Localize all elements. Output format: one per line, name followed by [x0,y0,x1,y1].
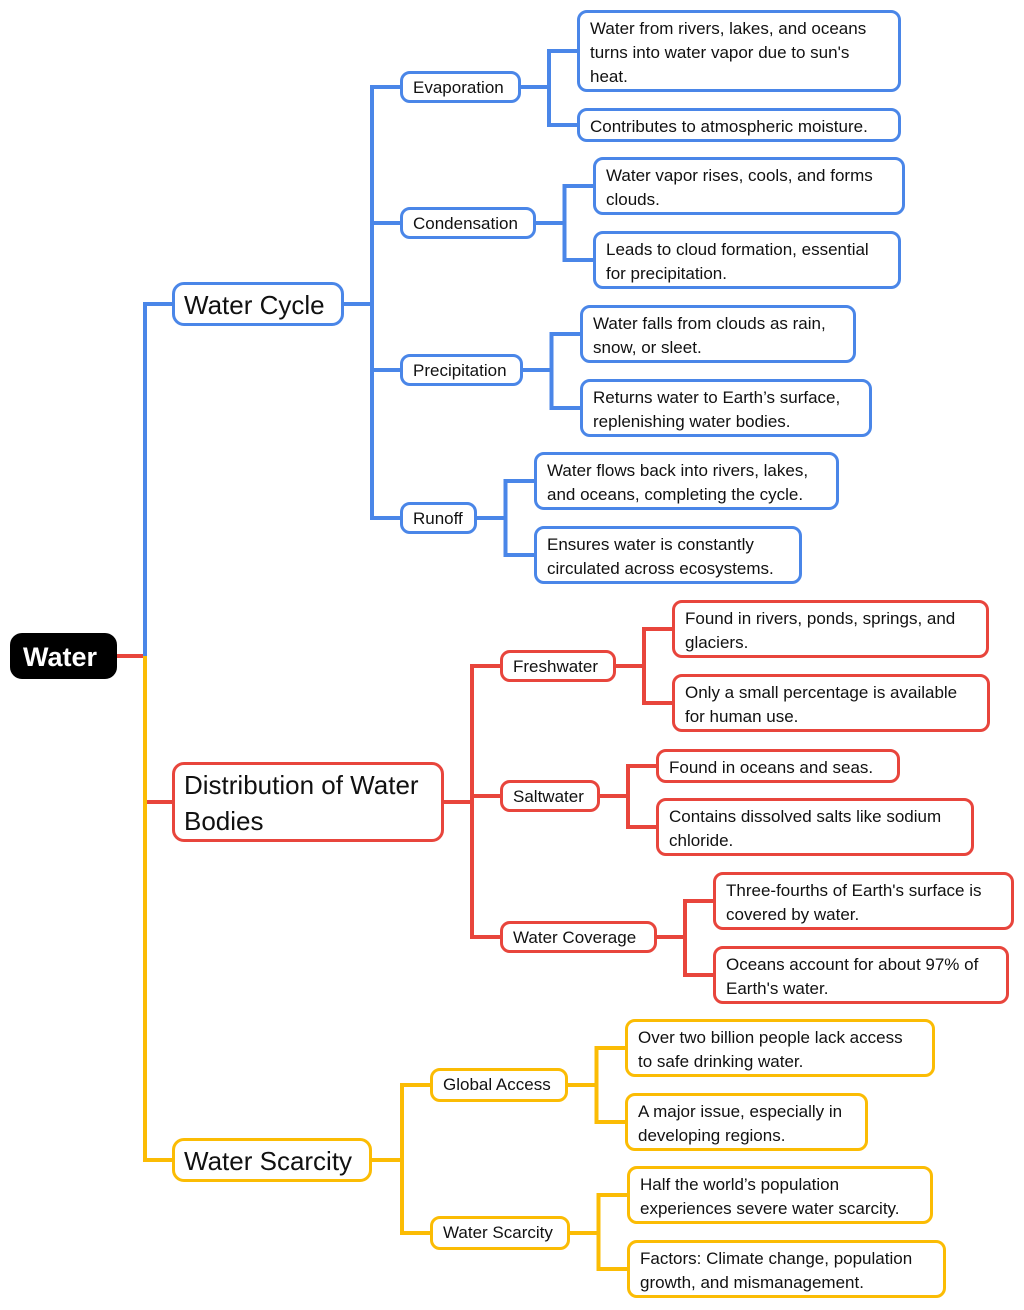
detail-node[interactable]: Over two billion people lack access to s… [625,1019,935,1077]
topic-connector [370,221,400,304]
detail-node[interactable]: Contains dissolved salts like sodium chl… [656,798,974,856]
detail-connector [626,796,656,829]
detail-node[interactable]: A major issue, especially in developing … [625,1093,868,1151]
detail-connector [547,87,577,127]
detail-node[interactable]: Contributes to atmospheric moisture. [577,108,901,142]
topic-connector [370,304,400,520]
detail-node[interactable]: Only a small percentage is available for… [672,674,990,732]
detail-node[interactable]: Oceans account for about 97% of Earth's … [713,946,1009,1004]
topic-connector [470,802,500,939]
topic-connector [400,1160,430,1235]
detail-connector [503,518,534,557]
topic-saltwater[interactable]: Saltwater [500,780,600,812]
branch-connector [143,656,172,804]
detail-node[interactable]: Found in rivers, ponds, springs, and gla… [672,600,989,658]
topic-water-scarcity[interactable]: Water Scarcity [430,1216,570,1250]
detail-connector [596,1233,627,1271]
detail-connector [594,1046,625,1085]
detail-connector [549,370,580,410]
branch-connector [143,656,172,1162]
branch-connector [143,302,172,656]
branch-water-scarcity[interactable]: Water Scarcity [172,1138,372,1182]
topic-water-coverage[interactable]: Water Coverage [500,921,657,953]
detail-connector [626,764,656,796]
detail-connector [547,49,577,87]
detail-node[interactable]: Ensures water is constantly circulated a… [534,526,802,584]
detail-connector [683,899,713,937]
detail-node[interactable]: Water falls from clouds as rain, snow, o… [580,305,856,363]
topic-connector [370,304,400,372]
detail-node[interactable]: Water from rivers, lakes, and oceans tur… [577,10,901,92]
detail-connector [549,332,580,370]
detail-node[interactable]: Half the world’s population experiences … [627,1166,933,1224]
branch-distribution-of-water-bodies[interactable]: Distribution of Water Bodies [172,762,444,842]
detail-connector [642,666,672,705]
topic-freshwater[interactable]: Freshwater [500,650,616,682]
detail-connector [594,1085,625,1124]
detail-connector [562,184,593,223]
branch-water-cycle[interactable]: Water Cycle [172,282,344,326]
topic-connector [400,1083,430,1160]
topic-connector [470,794,500,802]
detail-node[interactable]: Factors: Climate change, population grow… [627,1240,946,1298]
detail-connector [642,627,672,666]
topic-connector [470,664,500,802]
topic-evaporation[interactable]: Evaporation [400,71,521,103]
topic-global-access[interactable]: Global Access [430,1068,568,1102]
detail-node[interactable]: Returns water to Earth’s surface, replen… [580,379,872,437]
detail-connector [596,1193,627,1233]
detail-node[interactable]: Water flows back into rivers, lakes, and… [534,452,839,510]
detail-connector [503,479,534,518]
detail-node[interactable]: Three-fourths of Earth's surface is cove… [713,872,1014,930]
detail-connector [683,937,713,977]
root-node[interactable]: Water [10,633,117,679]
detail-node[interactable]: Leads to cloud formation, essential for … [593,231,901,289]
topic-condensation[interactable]: Condensation [400,207,536,239]
topic-connector [370,85,400,304]
topic-precipitation[interactable]: Precipitation [400,354,523,386]
detail-connector [562,223,593,262]
detail-node[interactable]: Found in oceans and seas. [656,749,900,783]
detail-node[interactable]: Water vapor rises, cools, and forms clou… [593,157,905,215]
topic-runoff[interactable]: Runoff [400,502,477,534]
